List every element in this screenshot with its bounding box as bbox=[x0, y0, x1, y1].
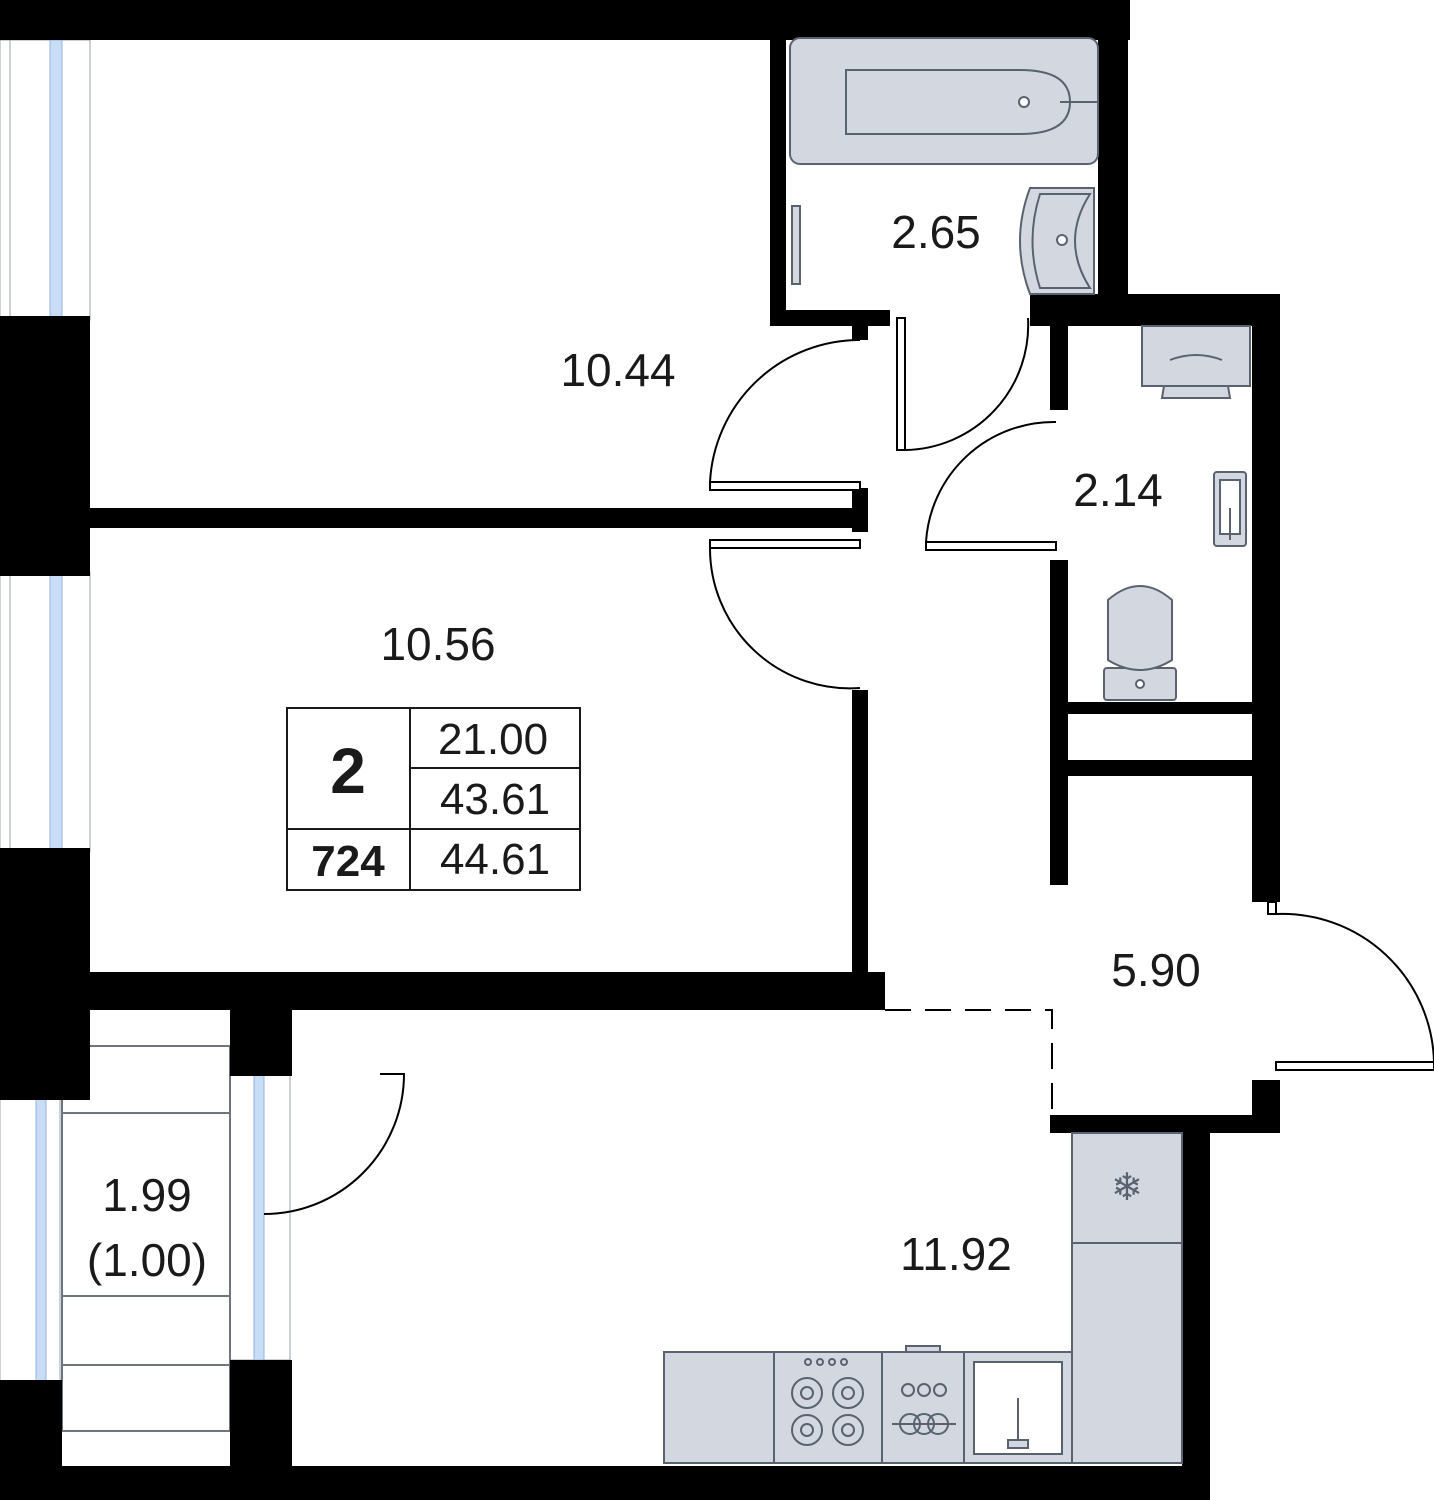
window-bedroom-bottom bbox=[0, 571, 91, 853]
badge-total-area-with-balcony: 44.61 bbox=[440, 835, 550, 884]
badge-living-area: 21.00 bbox=[438, 715, 548, 764]
apartment-badge: 2 724 21.00 43.61 44.61 bbox=[286, 707, 581, 891]
door-entrance[interactable] bbox=[1267, 901, 1434, 1071]
door-toilet[interactable] bbox=[925, 420, 1057, 551]
area-toilet: 2.14 bbox=[1073, 464, 1163, 516]
door-bedroom-bottom[interactable] bbox=[708, 539, 861, 690]
area-balcony: 1.99 bbox=[102, 1169, 192, 1221]
walls bbox=[0, 0, 1280, 1500]
window-balcony bbox=[0, 1095, 61, 1382]
area-hallway: 5.90 bbox=[1111, 944, 1201, 996]
toilet-icon bbox=[1103, 585, 1177, 701]
bathtub-icon bbox=[789, 37, 1099, 165]
area-bedroom-bottom: 10.56 bbox=[380, 618, 495, 670]
door-bedroom-top[interactable] bbox=[709, 338, 861, 491]
washbasin-icon bbox=[1019, 187, 1095, 295]
svg-text:❄: ❄ bbox=[1111, 1165, 1143, 1209]
area-bedroom-top: 10.44 bbox=[560, 344, 675, 396]
door-bathroom[interactable] bbox=[896, 317, 1030, 451]
balcony-outline bbox=[61, 1045, 231, 1432]
small-sink-icon bbox=[1213, 471, 1247, 547]
zone-boundary bbox=[885, 1009, 1053, 1115]
area-kitchen: 11.92 bbox=[900, 1228, 1012, 1280]
window-kitchen bbox=[229, 1074, 291, 1361]
fridge-icon: ❄ bbox=[1071, 1132, 1183, 1244]
water-heater-icon bbox=[1141, 325, 1251, 399]
badge-rooms-count: 2 bbox=[330, 735, 366, 807]
towel-rail-icon bbox=[791, 205, 801, 285]
stove-icon bbox=[773, 1351, 883, 1464]
area-bathroom: 2.65 bbox=[891, 206, 981, 258]
kitchen-counter bbox=[663, 1242, 1183, 1464]
badge-total-area: 43.61 bbox=[440, 775, 550, 824]
badge-apartment-number: 724 bbox=[311, 837, 385, 886]
area-balcony-reduced: (1.00) bbox=[87, 1234, 207, 1286]
door-balcony[interactable] bbox=[263, 1073, 406, 1215]
dishwasher-icon bbox=[881, 1345, 965, 1464]
window-bedroom-top bbox=[0, 39, 91, 321]
kitchen-sink-icon bbox=[963, 1351, 1073, 1464]
